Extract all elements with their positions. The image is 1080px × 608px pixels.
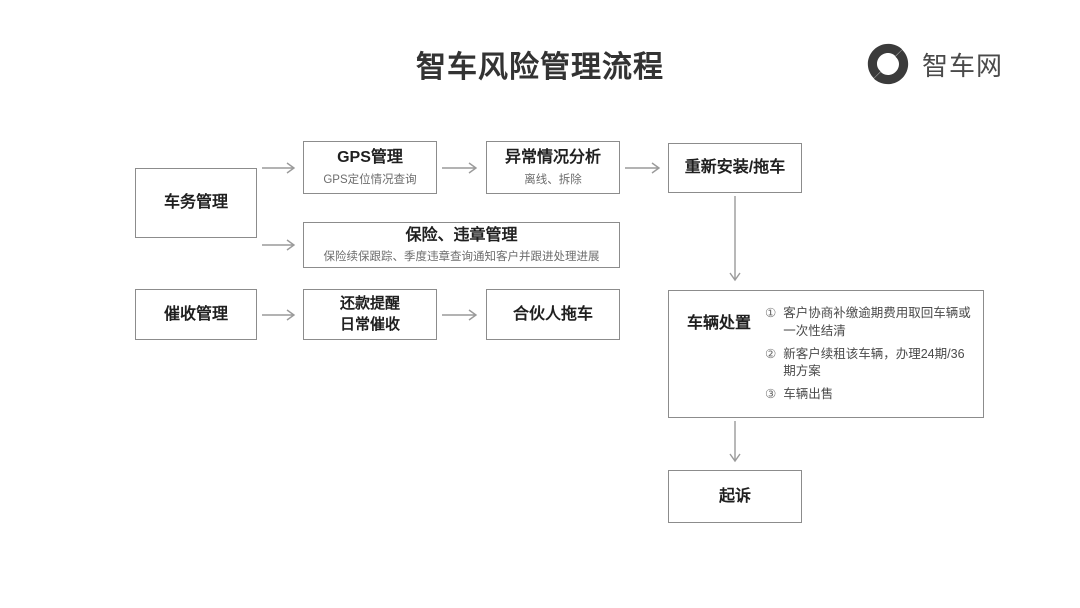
connector-gps-to-abnormal [442,161,482,175]
list-item: ① 客户协商补缴逾期费用取回车辆或一次性结清 [765,305,973,341]
node-title: 合伙人拖车 [512,305,593,323]
node-vehicle-admin[interactable]: 车务管理 [135,168,257,238]
node-subtitle: 离线、拆除 [524,173,582,186]
node-title: 车辆处置 [687,315,752,332]
node-title: 异常情况分析 [504,149,601,167]
page-title: 智车风险管理流程 [416,51,664,84]
list-item-text: 客户协商补缴逾期费用取回车辆或一次性结清 [783,306,971,338]
node-partner-tow[interactable]: 合伙人拖车 [486,289,620,340]
node-title: 车务管理 [163,194,228,212]
brand-name: 智车网 [922,50,1004,81]
node-subtitle: GPS定位情况查询 [323,173,417,186]
disposal-option-list: ① 客户协商补缴逾期费用取回车辆或一次性结清 ② 新客户续租该车辆，办理24期/… [751,291,983,404]
list-item: ③ 车辆出售 [765,386,973,404]
list-item-text: 新客户续租该车辆，办理24期/36期方案 [783,346,965,379]
connector-reinstall-to-disposal [728,196,742,286]
list-item-number: ① [765,306,777,320]
node-lawsuit[interactable]: 起诉 [668,470,802,523]
zhiche-logo-icon [867,43,909,85]
node-reinstall-tow[interactable]: 重新安装/拖车 [668,143,802,193]
list-item: ② 新客户续租该车辆，办理24期/36期方案 [765,346,973,382]
node-title-line1: 还款提醒 [339,295,400,313]
connector-collection-to-remind [262,308,300,322]
brand-logo: 智车网 [866,42,1003,86]
node-title-line2: 日常催收 [339,315,400,333]
node-collection-management[interactable]: 催收管理 [135,289,257,340]
connector-admin-to-insurance [262,238,300,252]
connector-disposal-to-lawsuit [728,421,742,467]
connector-abnormal-to-reinstall [625,161,665,175]
node-abnormal-analysis[interactable]: 异常情况分析 离线、拆除 [486,141,620,194]
node-title: 保险、违章管理 [405,226,518,244]
node-title: 起诉 [718,487,751,505]
list-item-text: 车辆出售 [783,387,834,401]
list-item-number: ② [765,346,777,361]
node-gps-management[interactable]: GPS管理 GPS定位情况查询 [303,141,437,194]
node-insurance-violation[interactable]: 保险、违章管理 保险续保跟踪、季度违章查询通知客户并跟进处理进展 [303,222,620,268]
node-title: 催收管理 [163,305,228,323]
node-repayment-remind[interactable]: 还款提醒 日常催收 [303,289,437,340]
node-subtitle: 保险续保跟踪、季度违章查询通知客户并跟进处理进展 [323,251,600,264]
node-vehicle-disposal[interactable]: 车辆处置 ① 客户协商补缴逾期费用取回车辆或一次性结清 ② 新客户续租该车辆，办… [668,290,984,418]
node-title: GPS管理 [337,149,403,167]
connector-remind-to-partner [442,308,482,322]
list-item-number: ③ [765,387,777,401]
node-title: 重新安装/拖车 [684,159,786,177]
connector-admin-to-gps [262,161,300,175]
